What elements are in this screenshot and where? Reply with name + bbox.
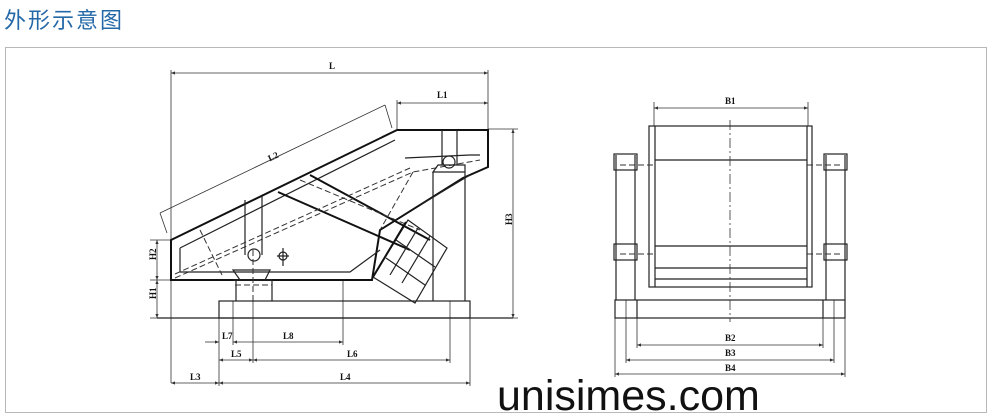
base-frame (218, 300, 471, 319)
body-inner-lines (179, 139, 480, 273)
vibration-motor (372, 219, 448, 304)
spring-posts (244, 130, 458, 255)
dim-L2 (159, 104, 393, 234)
label-H1: H1 (148, 287, 158, 299)
end-extension-lines (614, 102, 846, 377)
label-L7: L7 (222, 331, 233, 341)
label-L5: L5 (231, 349, 242, 359)
watermark: unisimes.com (497, 372, 760, 420)
label-H2: H2 (148, 248, 158, 260)
upper-left-clamp (613, 153, 638, 171)
end-view: B1 B2 B3 B4 (613, 96, 848, 377)
label-L1: L1 (437, 90, 448, 100)
screen-box-panels (654, 126, 808, 287)
center-of-gravity-cross (277, 248, 289, 266)
right-pedestal (431, 164, 466, 301)
screen-box-end (648, 125, 813, 288)
pedestal-hidden-lines (235, 250, 272, 301)
label-B2: B2 (725, 333, 736, 343)
hidden-lines (174, 159, 481, 279)
lower-left-clamp (613, 243, 638, 261)
label-L: L (329, 61, 335, 71)
motor-mount-edge (372, 221, 407, 278)
lower-right-clamp (823, 243, 848, 261)
screen-body (170, 129, 489, 281)
label-L2: L2 (266, 149, 280, 163)
right-spring-icon (442, 155, 456, 169)
label-L6: L6 (347, 349, 358, 359)
label-B3: B3 (725, 348, 736, 358)
base-inner-lines (636, 300, 824, 318)
label-L3: L3 (190, 372, 201, 382)
left-pedestal (231, 269, 273, 301)
side-view: L L1 L2 H2 H1 H3 L7 L8 L5 L6 L3 L4 (148, 61, 518, 386)
page-title: 外形示意图 (4, 9, 125, 34)
label-H3: H3 (504, 213, 514, 225)
extension-lines (150, 70, 518, 386)
left-spring-icon (247, 248, 261, 262)
screen-deck (277, 174, 431, 251)
label-L4: L4 (340, 372, 351, 382)
label-L8: L8 (283, 331, 294, 341)
label-B1: B1 (725, 96, 736, 106)
upper-right-clamp (823, 153, 848, 171)
support-posts (615, 155, 846, 300)
label-B4: B4 (725, 363, 736, 373)
diagram-frame (5, 47, 987, 413)
